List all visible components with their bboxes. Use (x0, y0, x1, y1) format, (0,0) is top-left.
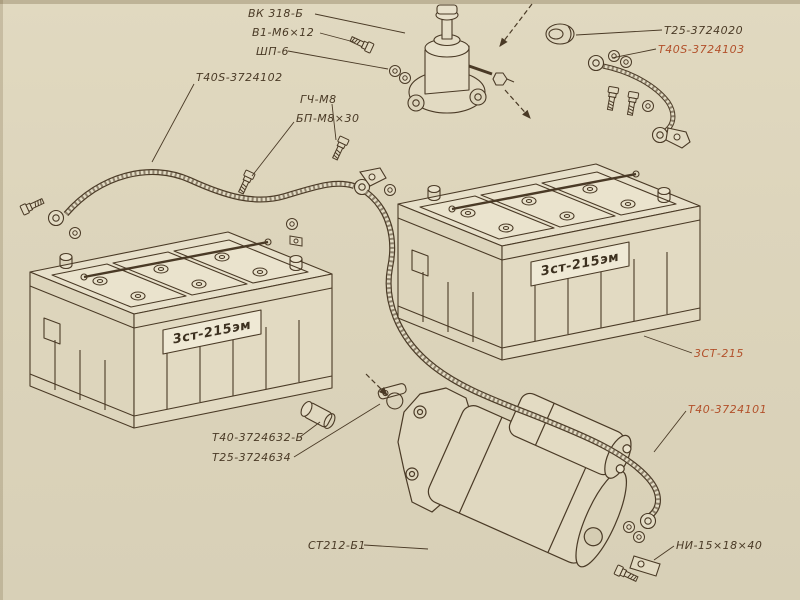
page-edge-left (0, 0, 3, 600)
strap-bolt-drawing (613, 520, 661, 585)
page-edge-top (0, 0, 800, 4)
fasteners-drawing (19, 33, 654, 247)
starter-motor-drawing (397, 387, 632, 568)
part-label-t25-3724020: Т25-3724020 (664, 24, 744, 37)
page-edge-corner (0, 0, 120, 150)
part-label-t25-3724634: Т25-3724634 (212, 451, 292, 464)
part-label-st212: СТ212-Б1 (308, 539, 366, 552)
part-label-3st-215: 3СТ-215 (694, 347, 744, 360)
part-label-vk318: ВК 318-Б (248, 7, 304, 20)
cable-jumper-drawing (47, 167, 387, 227)
cable-switch-drawing (587, 54, 691, 149)
part-label-t40s-3724102: Т40S-3724102 (196, 71, 283, 84)
part-label-t40-3724101: Т40-3724101 (688, 403, 768, 416)
part-label-t40-3724632: Т40-3724632-Б (212, 431, 304, 444)
cable-starter-drawing (364, 189, 661, 530)
part-label-t40s-3724103: Т40S-3724103 (658, 43, 745, 56)
part-label-v1m6: В1-М6×12 (252, 26, 315, 39)
terminal-cap-drawing (545, 23, 575, 45)
part-label-bp-m8-30: БП-М8×30 (296, 112, 360, 125)
assembly-arrows (365, 3, 533, 396)
starter-switch-drawing (407, 4, 515, 114)
leader-lines (151, 13, 693, 561)
part-label-gch-m8: ГЧ-М8 (300, 93, 337, 106)
part-label-ni-bolt: НИ-15×18×40 (676, 539, 763, 552)
part-label-shp6: ШП-6 (256, 45, 290, 58)
